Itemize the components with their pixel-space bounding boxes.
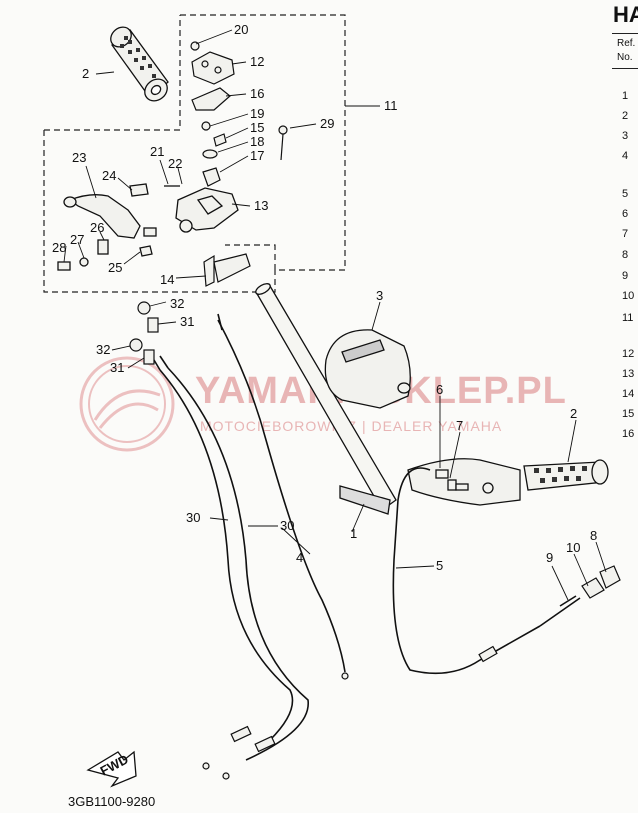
callout-labels: 20 12 2 16 11 19 15 18 17 29 23 21 22 24…	[52, 22, 597, 573]
callout-21: 21	[150, 144, 164, 159]
callout-14: 14	[160, 272, 174, 287]
callout-15: 15	[250, 120, 264, 135]
callout-3: 3	[376, 288, 383, 303]
header-rule-top	[612, 33, 638, 34]
callout-9: 9	[546, 550, 553, 565]
ref-number: 4	[622, 150, 629, 162]
watermark-logo	[79, 356, 175, 452]
ref-number: 8	[622, 249, 629, 261]
callout-29: 29	[320, 116, 334, 131]
bracket	[191, 87, 231, 111]
callout-10: 10	[566, 540, 580, 555]
callout-8: 8	[590, 528, 597, 543]
ref-number: 6	[622, 208, 629, 220]
small-fasteners	[201, 121, 288, 187]
callout-11: 11	[384, 98, 398, 113]
ref-number: 16	[622, 428, 635, 440]
callout-30-left: 30	[186, 510, 200, 525]
ref-number: 11	[622, 312, 634, 324]
ref-number: 3	[622, 130, 629, 142]
callout-24: 24	[102, 168, 116, 183]
callout-1: 1	[350, 526, 357, 541]
ref-label-line2: No.	[617, 52, 633, 63]
ref-number: 12	[622, 348, 635, 360]
ref-number: 13	[622, 368, 635, 380]
callout-32-lower: 32	[96, 342, 110, 357]
headlight-cover	[324, 329, 411, 409]
ref-number: 9	[622, 270, 629, 282]
callout-22: 22	[168, 156, 182, 171]
assembly-11-outline	[180, 14, 346, 271]
fwd-arrow	[86, 750, 137, 788]
leader-lines	[63, 29, 607, 601]
right-grip-throttle	[407, 458, 609, 506]
callout-32-upper: 32	[170, 296, 184, 311]
callout-19: 19	[250, 106, 264, 121]
callout-23: 23	[72, 150, 86, 165]
callout-18: 18	[250, 134, 264, 149]
header-rule-bottom	[612, 68, 638, 69]
callout-20: 20	[234, 22, 248, 37]
ref-number: 10	[622, 290, 635, 302]
header-title-fragment: HA	[613, 2, 638, 27]
callout-31-lower: 31	[110, 360, 124, 375]
brake-lever-assembly	[57, 183, 239, 271]
callout-7: 7	[456, 418, 463, 433]
ref-number: 2	[622, 110, 629, 122]
ref-number: 15	[622, 408, 635, 420]
callout-26: 26	[90, 220, 104, 235]
callout-25: 25	[108, 260, 122, 275]
callout-27: 27	[70, 232, 84, 247]
callout-17: 17	[250, 148, 264, 163]
ref-number: 14	[622, 388, 635, 400]
diagram-code: 3GB1100-9280	[68, 794, 155, 809]
callout-5: 5	[436, 558, 443, 573]
callout-16: 16	[250, 86, 264, 101]
ref-number: 1	[622, 90, 629, 102]
cable-adjusters	[129, 301, 159, 365]
assembly-23-outline	[43, 15, 276, 293]
left-grip	[110, 26, 169, 102]
clamp	[203, 253, 251, 287]
callout-4: 4	[296, 550, 303, 565]
callout-2-right-grip: 2	[570, 406, 577, 421]
ref-label-line1: Ref.	[617, 38, 636, 49]
callout-12: 12	[250, 54, 264, 69]
callout-6: 6	[436, 382, 443, 397]
control-cables	[153, 313, 581, 761]
ref-number: 5	[622, 188, 629, 200]
callout-28: 28	[52, 240, 66, 255]
switch-cover	[190, 41, 235, 85]
callout-31-upper: 31	[180, 314, 194, 329]
callout-30-right: 30	[280, 518, 294, 533]
callout-2-left-grip: 2	[82, 66, 89, 81]
handlebar	[255, 283, 397, 515]
ref-number: 7	[622, 228, 629, 240]
callout-13: 13	[254, 198, 268, 213]
cable-ends	[202, 565, 621, 780]
